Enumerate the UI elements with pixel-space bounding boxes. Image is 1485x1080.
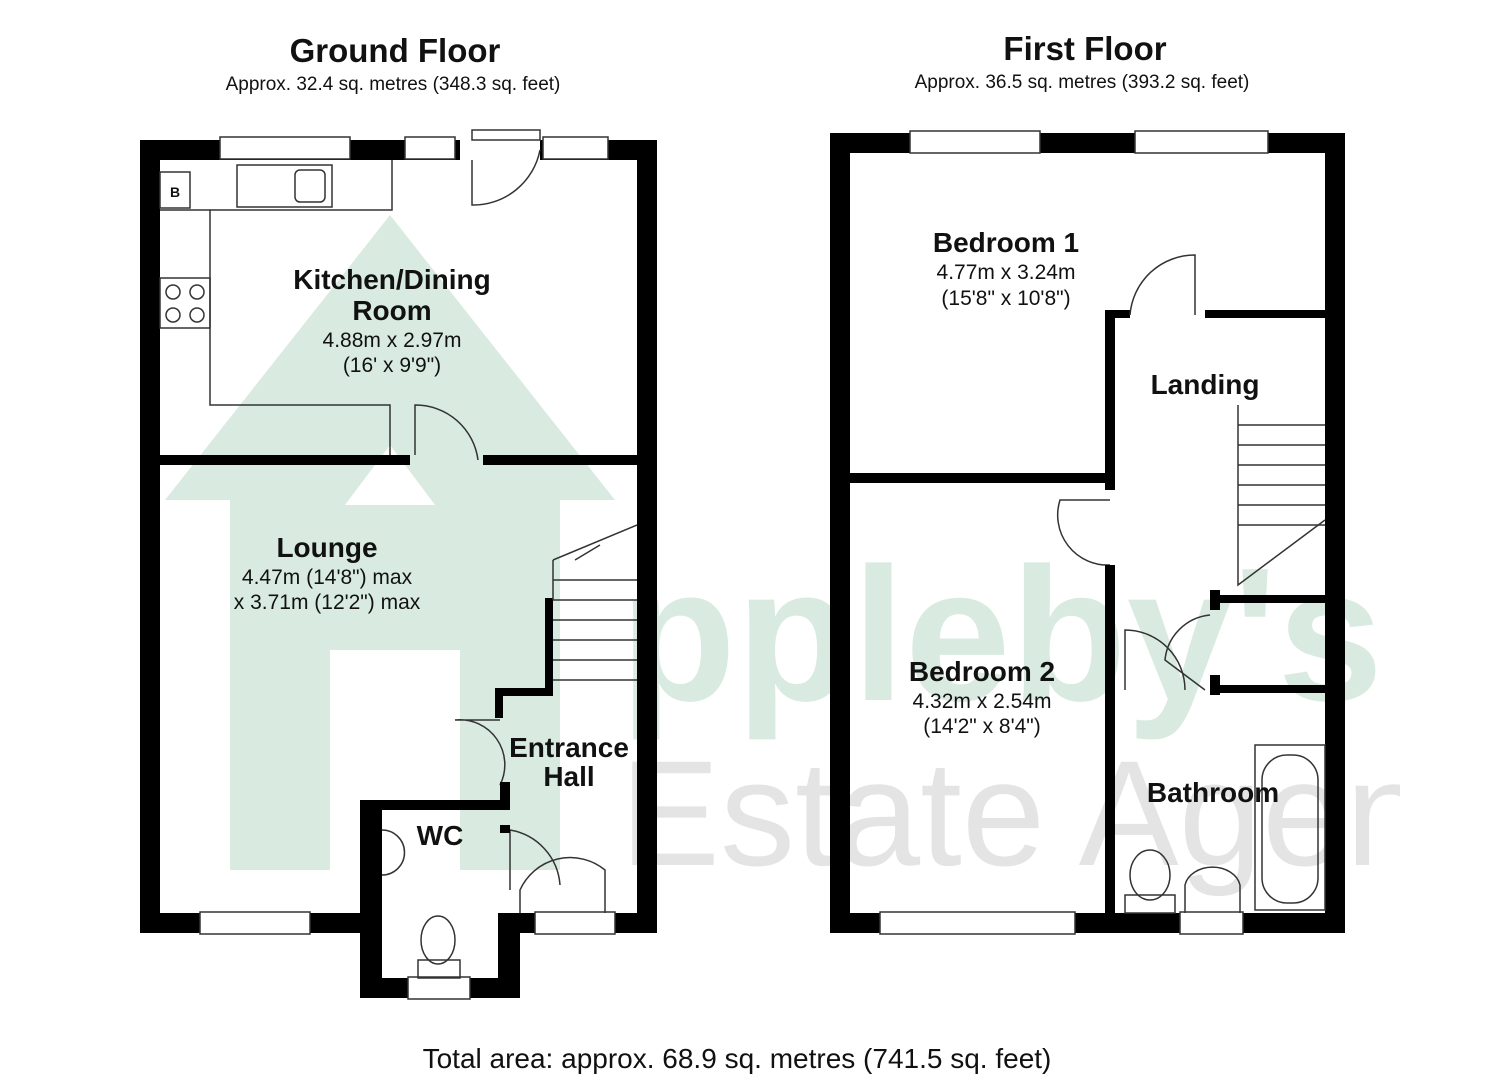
landing-stairs — [1237, 405, 1326, 587]
hob-icon — [159, 277, 211, 329]
bedroom1-name: Bedroom 1 — [933, 227, 1079, 258]
first-floor-title: First Floor — [1003, 30, 1166, 67]
bedroom1-dim-m: 4.77m x 3.24m — [937, 261, 1076, 284]
bedroom1-dim-ft: (15'8" x 10'8") — [941, 287, 1070, 310]
bedroom2-dim-ft: (14'2" x 8'4") — [923, 715, 1040, 738]
kitchen-name-1: Kitchen/Dining — [293, 264, 491, 295]
bedroom2-dim-m: 4.32m x 2.54m — [913, 690, 1052, 713]
ground-floor-area: Approx. 32.4 sq. metres (348.3 sq. feet) — [226, 74, 561, 95]
stairs — [495, 524, 638, 718]
landing-name: Landing — [1151, 369, 1260, 400]
hall-name-1: Entrance — [509, 732, 629, 763]
kitchen-dim-ft: (16' x 9'9") — [343, 354, 441, 377]
watermark-lettering-image — [600, 500, 1400, 900]
total-area: Total area: approx. 68.9 sq. metres (741… — [423, 1043, 1052, 1074]
lounge-dim-2: x 3.71m (12'2") max — [234, 591, 421, 614]
bedroom2-name: Bedroom 2 — [909, 656, 1055, 687]
lounge-name: Lounge — [276, 532, 377, 563]
lounge-dim-1: 4.47m (14'8") max — [242, 566, 413, 589]
first-floor-area: Approx. 36.5 sq. metres (393.2 sq. feet) — [915, 72, 1250, 93]
first-floor-plan — [830, 130, 1345, 935]
ground-floor-plan: B — [140, 129, 657, 1000]
hall-name-2: Hall — [543, 761, 594, 792]
boiler-label: B — [170, 184, 180, 200]
kitchen-name-2: Room — [352, 295, 431, 326]
bathroom-name: Bathroom — [1147, 777, 1279, 808]
ground-floor-title: Ground Floor — [290, 32, 501, 69]
watermark-logo — [165, 215, 1400, 900]
kitchen-dim-m: 4.88m x 2.97m — [323, 329, 462, 352]
wc-name: WC — [417, 820, 464, 851]
